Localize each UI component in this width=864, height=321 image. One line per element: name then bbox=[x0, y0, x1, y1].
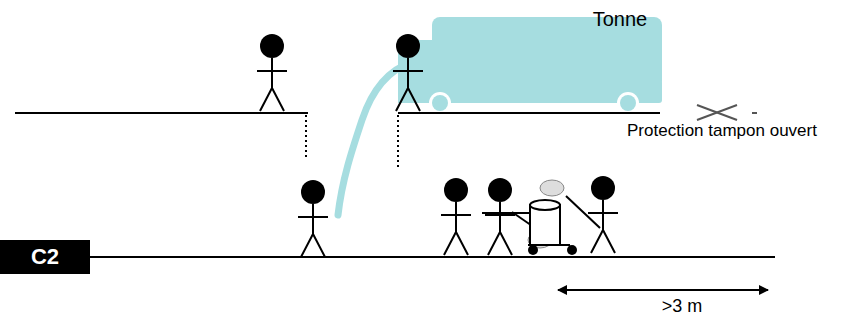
worker-head bbox=[396, 34, 420, 58]
worker-body bbox=[485, 202, 515, 255]
worker-head bbox=[260, 34, 284, 58]
cover-protection-mark bbox=[697, 105, 757, 120]
dimension-label: >3 m bbox=[662, 296, 703, 317]
dimension-arrow bbox=[558, 289, 768, 291]
worker-body bbox=[393, 58, 423, 111]
worker-body bbox=[441, 202, 471, 255]
note-label: Protection tampon ouvert bbox=[627, 121, 817, 141]
chamber-tag: C2 bbox=[0, 240, 90, 274]
worker-head bbox=[488, 178, 512, 202]
hose bbox=[338, 62, 412, 215]
chamber-label: C2 bbox=[31, 244, 59, 270]
workers bbox=[257, 34, 618, 257]
worker-head bbox=[591, 176, 615, 200]
worker-head bbox=[301, 180, 325, 204]
worker-head bbox=[444, 178, 468, 202]
worker-body bbox=[257, 58, 287, 111]
tanker-truck bbox=[398, 17, 662, 114]
worker-body bbox=[588, 200, 618, 253]
vehicle-label: Tonne bbox=[593, 8, 648, 31]
shaft-edges bbox=[306, 115, 398, 168]
worker-body bbox=[298, 204, 328, 257]
